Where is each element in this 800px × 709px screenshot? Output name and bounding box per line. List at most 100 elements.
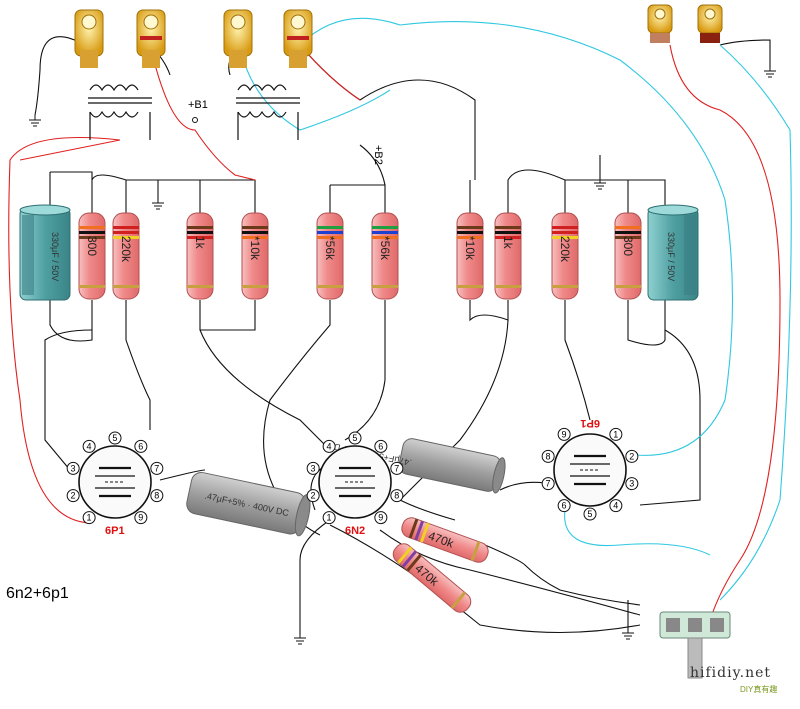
tube-pin: 4 [322, 439, 336, 453]
pin-number: 9 [562, 429, 567, 439]
pin-number: 1 [613, 429, 618, 439]
resistor-value: *10k [463, 236, 477, 261]
tube-label: 6P1 [580, 417, 600, 429]
resistor-r-left-56k: *56k [316, 212, 344, 300]
resistor-r-right-1k: 1k [494, 212, 522, 300]
resistor-value: *56k [378, 236, 392, 261]
tube-pin: 1 [82, 511, 96, 525]
input-jacks-left [74, 9, 313, 68]
diagram-title: 6n2+6p1 [6, 585, 69, 602]
tube-pin: 5 [583, 507, 597, 521]
tube-socket-right: 1 2 3 4 5 67 8 9 6P1 [541, 417, 639, 521]
tube-pin: 2 [66, 489, 80, 503]
tube-pin: 9 [557, 427, 571, 441]
tube-pin: 5 [108, 431, 122, 445]
tube-pin: 8 [541, 449, 555, 463]
b1-label: +B1 [188, 99, 208, 111]
tube-pin: 7 [541, 477, 555, 491]
rca-jack-icon[interactable] [74, 9, 104, 68]
pin-number: 7 [546, 479, 551, 489]
tube-pin: 4 [82, 439, 96, 453]
resistor-r-left-10k: *10k [241, 212, 269, 300]
resistor-r-left-1k: 1k [186, 212, 214, 300]
tube-pin: 7 [390, 461, 404, 475]
tube-label: 6P1 [105, 525, 125, 537]
cap-value: 330μF / 50V [50, 232, 60, 281]
tube-pin: 1 [609, 427, 623, 441]
pin-number: 3 [629, 479, 634, 489]
rca-jack-icon[interactable] [136, 9, 166, 68]
tube-pin: 5 [348, 431, 362, 445]
watermark-brand: hifidiy.net [690, 665, 772, 681]
tube-pin: 4 [609, 499, 623, 513]
wires-black [34, 36, 771, 635]
tube-pin: 1 [322, 511, 336, 525]
pin-number: 2 [71, 491, 76, 501]
ground-icon [622, 630, 634, 640]
film-capacitor-left: .47μF+5% · 400V DC [186, 471, 311, 537]
output-transformer-icon [88, 84, 152, 140]
resistor-value: *56k [323, 236, 337, 261]
tube-pin: 6 [557, 499, 571, 513]
pin-number: 4 [87, 441, 92, 451]
pin-number: 5 [587, 509, 592, 519]
tube-pin: 8 [150, 489, 164, 503]
electrolytic-capacitor-right: 330μF / 50V [647, 204, 699, 301]
pin-number: 9 [138, 513, 143, 523]
tube-pin: 3 [625, 477, 639, 491]
tube-pin: 9 [134, 511, 148, 525]
pin-number: 8 [154, 491, 159, 501]
b1-terminal [192, 117, 198, 123]
output-transformer-icon [236, 84, 300, 140]
pin-number: 9 [378, 513, 383, 523]
pin-number: 5 [352, 433, 357, 443]
resistor-value: 300 [621, 236, 635, 256]
resistor-value: 220k [119, 236, 133, 263]
tube-pin: 6 [374, 439, 388, 453]
resistor-r-right-220k: 220k [551, 212, 579, 300]
resistor-row: 300 220k 1k *10k *56k *56k *10k 1k 220k 300 [78, 212, 642, 300]
pin-number: 1 [327, 513, 332, 523]
tube-pin: 2 [625, 449, 639, 463]
ground-icon [764, 68, 776, 78]
tube-pin: 3 [66, 461, 80, 475]
pin-number: 5 [112, 433, 117, 443]
rca-jack-icon[interactable] [223, 9, 253, 68]
pin-number: 6 [138, 441, 143, 451]
pin-number: 4 [613, 501, 618, 511]
ground-icon [152, 200, 164, 210]
ground-icon [594, 180, 606, 190]
tube-pin: 7 [150, 461, 164, 475]
b2-label: +B2 [372, 145, 384, 165]
resistor-value: 300 [85, 236, 99, 256]
electrolytic-capacitor-left: 330μF / 50V [19, 204, 71, 301]
tube-pin: 9 [374, 511, 388, 525]
input-jacks-right [647, 4, 723, 43]
tube-pin: 8 [390, 489, 404, 503]
rca-jack-icon[interactable] [283, 9, 313, 68]
pin-number: 8 [394, 491, 399, 501]
potentiometer-icon[interactable] [659, 611, 731, 679]
tube-pin: 6 [134, 439, 148, 453]
watermark-sub: DIY真有趣 [740, 685, 778, 694]
ground-icon [29, 115, 41, 127]
ground-icon [294, 635, 306, 645]
pin-number: 2 [629, 451, 634, 461]
resistor-470k-a: 470k [401, 517, 489, 563]
binding-post-icon[interactable] [697, 4, 723, 43]
resistor-r-left-220k: 220k [112, 212, 140, 300]
pin-number: 7 [154, 463, 159, 473]
tube-pin: 2 [306, 489, 320, 503]
pin-number: 4 [327, 441, 332, 451]
resistor-r-right-300: 300 [614, 212, 642, 300]
binding-post-icon[interactable] [647, 4, 673, 43]
pin-number: 8 [546, 451, 551, 461]
tube-pin: 3 [306, 461, 320, 475]
resistor-value: 1k [501, 236, 515, 250]
pin-number: 3 [311, 463, 316, 473]
